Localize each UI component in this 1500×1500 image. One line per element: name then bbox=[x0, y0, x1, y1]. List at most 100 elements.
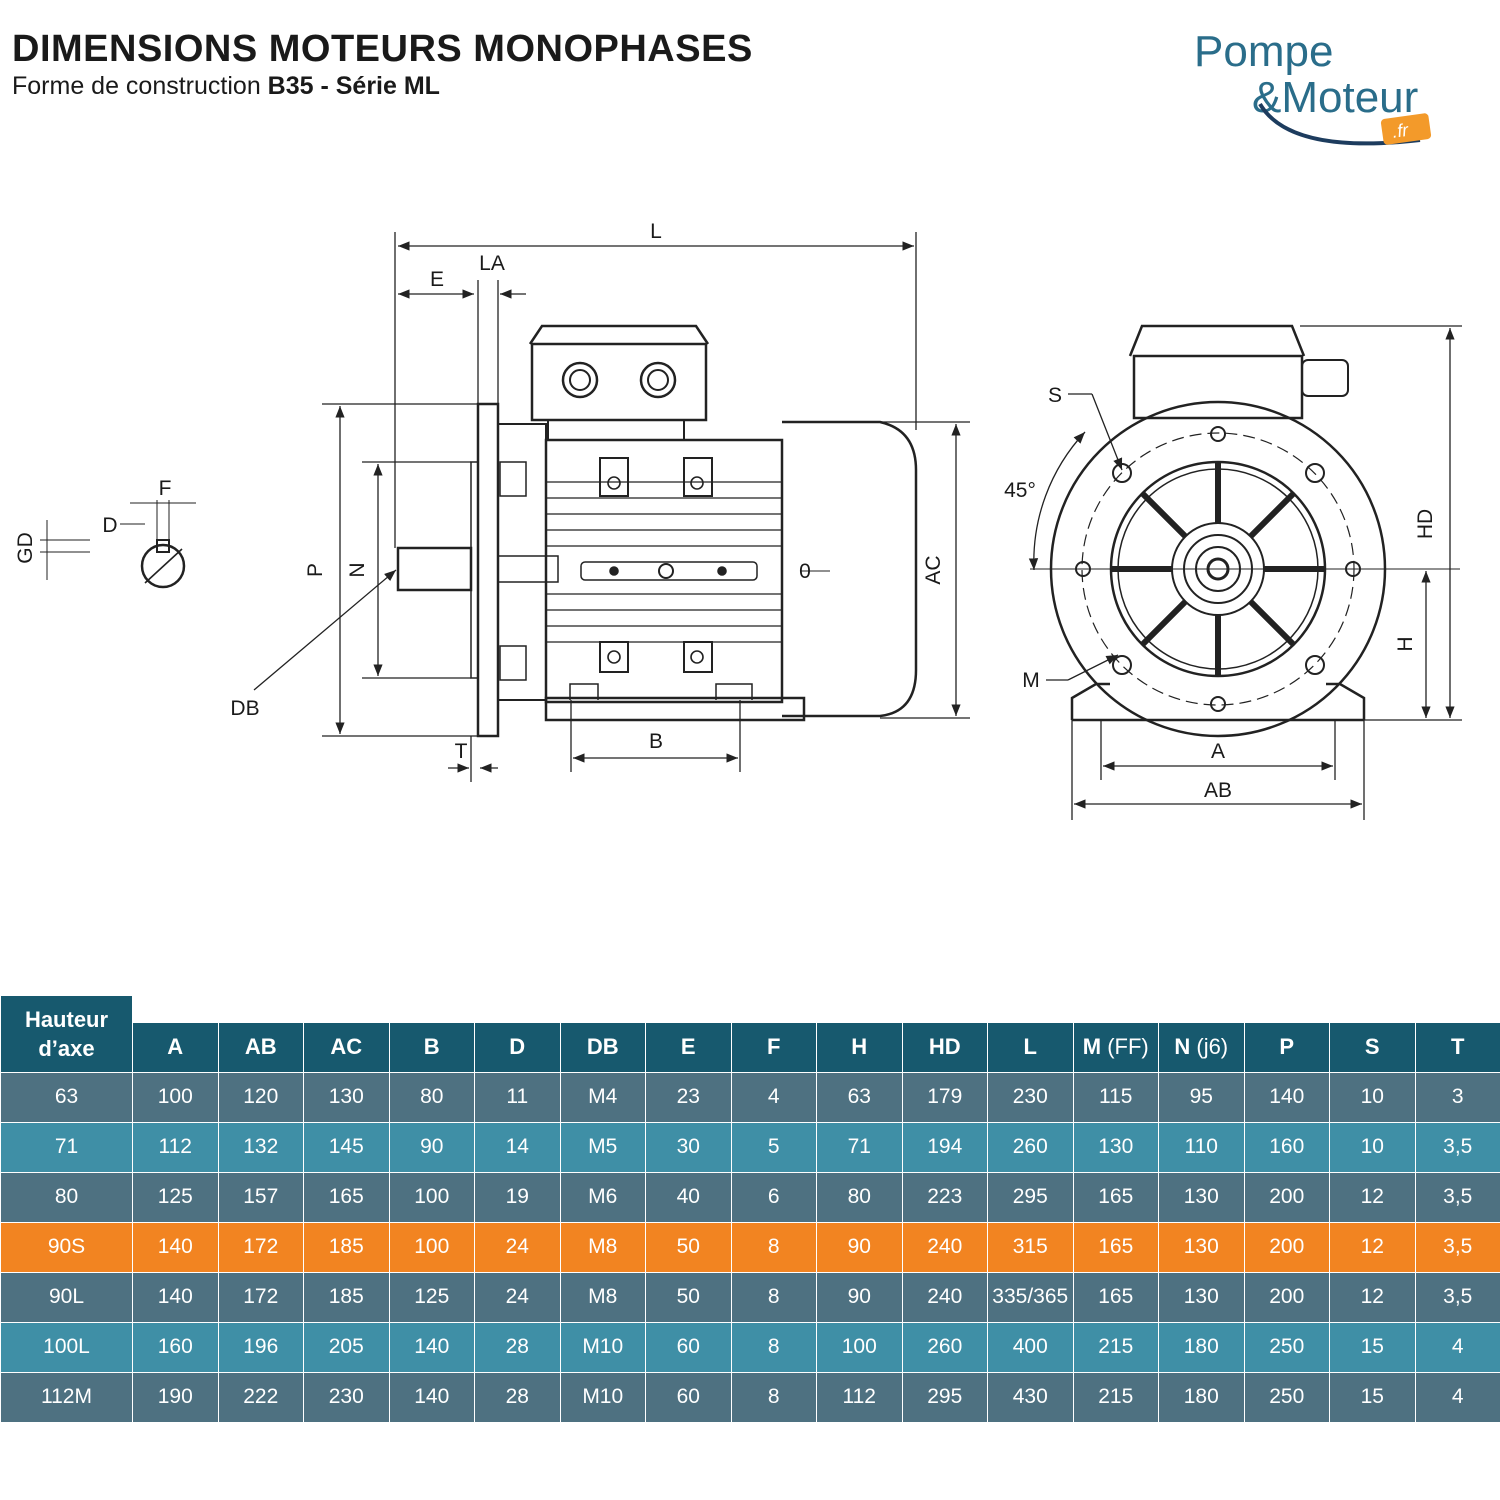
table-cell: 160 bbox=[132, 1321, 219, 1373]
table-cell: 165 bbox=[1072, 1171, 1159, 1223]
label-GD: GD bbox=[14, 532, 37, 564]
table-cell: 145 bbox=[303, 1121, 390, 1173]
table-cell: 4 bbox=[730, 1071, 817, 1123]
table-cell: 200 bbox=[1243, 1271, 1330, 1323]
table-cell: 125 bbox=[132, 1171, 219, 1223]
table-cell: 222 bbox=[217, 1371, 304, 1423]
table-cell: 335/365 bbox=[987, 1271, 1074, 1323]
table-cell: 24 bbox=[474, 1271, 561, 1323]
table-cell: 132 bbox=[217, 1121, 304, 1173]
table-cell: 140 bbox=[132, 1271, 219, 1323]
logo-badge bbox=[1380, 113, 1432, 145]
table-cell: 3,5 bbox=[1414, 1271, 1500, 1323]
table-cell: 112M bbox=[0, 1371, 133, 1423]
table-cell: 194 bbox=[901, 1121, 988, 1173]
table-cell: 8 bbox=[730, 1371, 817, 1423]
table-cell: 100L bbox=[0, 1321, 133, 1373]
motor-side-view bbox=[396, 324, 918, 738]
col-header-t: T bbox=[1414, 1021, 1500, 1073]
label-O: 0 bbox=[799, 560, 811, 583]
page-subtitle: Forme de construction B35 - Série ML bbox=[12, 72, 440, 101]
table-cell: 10 bbox=[1329, 1071, 1416, 1123]
col-header-ac: AC bbox=[303, 1021, 390, 1073]
motor-front-view bbox=[1030, 324, 1460, 738]
table-cell: 80 bbox=[388, 1071, 475, 1123]
table-cell: 15 bbox=[1329, 1321, 1416, 1373]
table-cell: 295 bbox=[987, 1171, 1074, 1223]
table-cell: 112 bbox=[132, 1121, 219, 1173]
col-header-b: B bbox=[388, 1021, 475, 1073]
table-cell: 205 bbox=[303, 1321, 390, 1373]
table-cell: 185 bbox=[303, 1221, 390, 1273]
label-AC: AC bbox=[922, 555, 945, 584]
header-hauteur-line1: Hauteur bbox=[24, 1006, 109, 1032]
table-cell: 140 bbox=[388, 1371, 475, 1423]
table-cell: M10 bbox=[559, 1321, 646, 1373]
table-cell: 90L bbox=[0, 1271, 133, 1323]
table-header-row: Hauteur d’axe bbox=[0, 995, 1500, 1073]
table-cell: 112 bbox=[816, 1371, 903, 1423]
col-header-unit: (FF) bbox=[1101, 1034, 1149, 1059]
table-cell: 23 bbox=[645, 1071, 732, 1123]
col-header-n: N (j6) bbox=[1158, 1021, 1245, 1073]
col-header-db: DB bbox=[559, 1021, 646, 1073]
label-45deg: 45° bbox=[1004, 479, 1036, 502]
col-header-label: H bbox=[851, 1034, 868, 1059]
col-header-d: D bbox=[474, 1021, 561, 1073]
table-cell: 30 bbox=[645, 1121, 732, 1173]
table-cell: 8 bbox=[730, 1271, 817, 1323]
col-header-label: M bbox=[1082, 1034, 1102, 1059]
table-cell: 172 bbox=[217, 1221, 304, 1273]
table-cell: 71 bbox=[0, 1121, 133, 1173]
table-cell: 223 bbox=[901, 1171, 988, 1223]
table-cell: 172 bbox=[217, 1271, 304, 1323]
table-cell: 24 bbox=[474, 1221, 561, 1273]
table-cell: 90 bbox=[388, 1121, 475, 1173]
col-header-p: P bbox=[1243, 1021, 1330, 1073]
table-cell: 110 bbox=[1158, 1121, 1245, 1173]
col-header-label: D bbox=[509, 1034, 526, 1059]
table-cell: 215 bbox=[1072, 1321, 1159, 1373]
table-cell: 4 bbox=[1414, 1321, 1500, 1373]
table-cell: 250 bbox=[1243, 1321, 1330, 1373]
table-cell: 140 bbox=[132, 1221, 219, 1273]
table-cell: 19 bbox=[474, 1171, 561, 1223]
logo-badge-text: .fr bbox=[1391, 120, 1411, 142]
table-cell: 12 bbox=[1329, 1271, 1416, 1323]
col-header-s: S bbox=[1329, 1021, 1416, 1073]
table-cell: 95 bbox=[1158, 1071, 1245, 1123]
table-cell: 165 bbox=[303, 1171, 390, 1223]
table-cell: 11 bbox=[474, 1071, 561, 1123]
table-cell: M4 bbox=[559, 1071, 646, 1123]
table-cell: 50 bbox=[645, 1271, 732, 1323]
col-header-l: L bbox=[987, 1021, 1074, 1073]
table-cell: 8 bbox=[730, 1221, 817, 1273]
col-header-label: E bbox=[680, 1034, 696, 1059]
label-H: H bbox=[1394, 636, 1417, 651]
table-cell: 28 bbox=[474, 1321, 561, 1373]
col-header-label: B bbox=[423, 1034, 440, 1059]
label-A: A bbox=[1211, 740, 1225, 763]
table-cell: 215 bbox=[1072, 1371, 1159, 1423]
table-cell: 315 bbox=[987, 1221, 1074, 1273]
col-header-label: DB bbox=[586, 1034, 619, 1059]
table-cell: 90S bbox=[0, 1221, 133, 1273]
subtitle-bold: B35 - Série ML bbox=[267, 72, 440, 100]
table-cell: 130 bbox=[303, 1071, 390, 1123]
header-spacer bbox=[132, 995, 1500, 1022]
table-cell: 160 bbox=[1243, 1121, 1330, 1173]
label-LA: LA bbox=[479, 252, 505, 275]
table-cell: 5 bbox=[730, 1121, 817, 1173]
col-header-label: HD bbox=[928, 1034, 961, 1059]
table-cell: 63 bbox=[816, 1071, 903, 1123]
label-DB: DB bbox=[230, 697, 259, 720]
table-cell: 165 bbox=[1072, 1271, 1159, 1323]
col-header-label: A bbox=[167, 1034, 184, 1059]
